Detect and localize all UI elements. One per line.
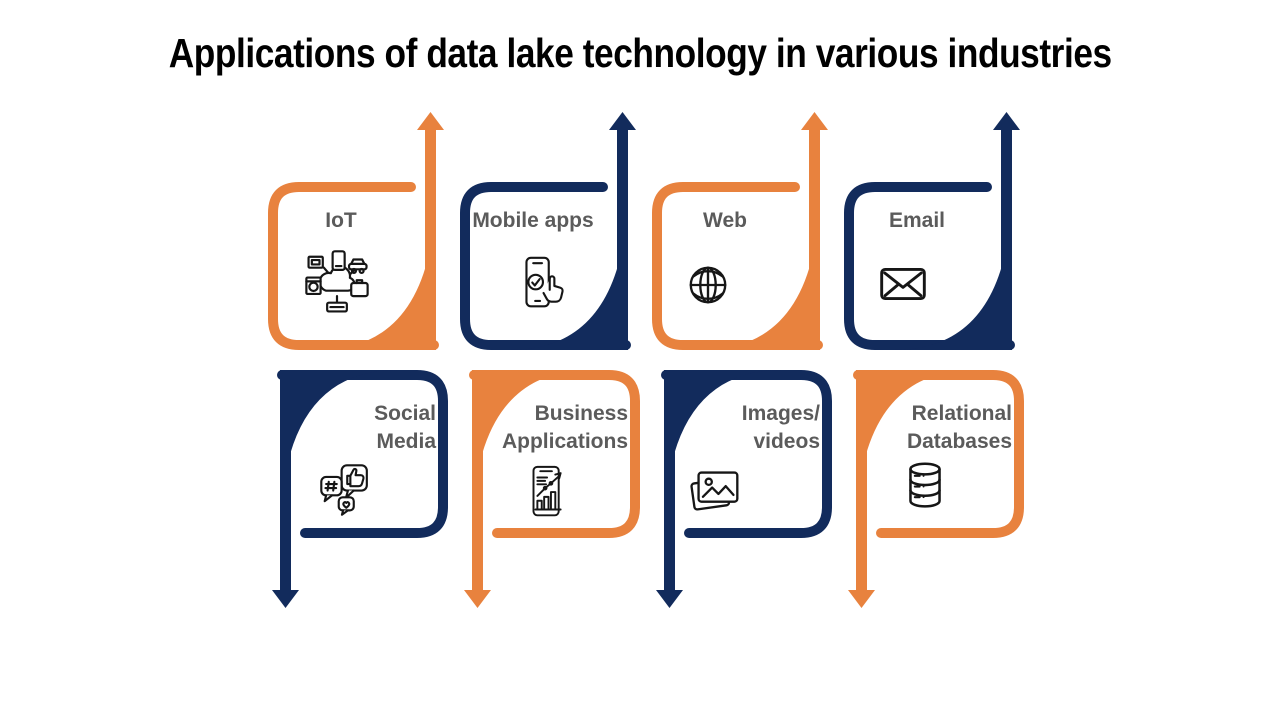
card-shape	[848, 370, 1024, 608]
card-outline	[661, 370, 832, 538]
swoosh-fill	[472, 370, 590, 538]
card-shape	[656, 370, 832, 608]
up-arrow-head	[609, 112, 636, 130]
down-arrow-head	[272, 590, 299, 608]
card-shape	[844, 112, 1020, 350]
card-outline	[460, 182, 631, 350]
card-outline	[469, 370, 640, 538]
card-label: Mobile apps	[472, 209, 594, 232]
swoosh-fill	[510, 182, 628, 350]
down-arrow-head	[464, 590, 491, 608]
card-outline	[844, 182, 1015, 350]
card-shape	[268, 112, 444, 350]
card-outline	[277, 370, 448, 538]
images-videos-icon	[685, 460, 747, 522]
sources-row-top: IoT Mobile apps Web	[268, 110, 1024, 350]
up-arrow-head	[801, 112, 828, 130]
up-arrow-head	[993, 112, 1020, 130]
page-title-text: Applications of data lake technology in …	[168, 30, 1112, 76]
card-shape	[652, 112, 828, 350]
email-icon	[872, 253, 934, 315]
swoosh-fill	[318, 182, 436, 350]
up-arrow-head	[417, 112, 444, 130]
card-label: Relational Databases	[906, 402, 1012, 453]
card-label: Business Applications	[501, 402, 628, 453]
swoosh-fill	[664, 370, 782, 538]
card-images-videos: Images/ videos	[652, 370, 832, 610]
card-label: IoT	[325, 209, 357, 232]
card-iot: IoT	[268, 110, 448, 350]
swoosh-fill	[856, 370, 974, 538]
card-email: Email	[844, 110, 1024, 350]
iot-icon	[298, 248, 376, 318]
down-arrow-head	[848, 590, 875, 608]
card-outline	[853, 370, 1024, 538]
swoosh-fill	[702, 182, 820, 350]
card-label: Web	[703, 209, 747, 232]
down-arrow-head	[656, 590, 683, 608]
page-title: Applications of data lake technology in …	[0, 30, 1280, 77]
mobile-apps-icon	[510, 253, 572, 315]
card-web: Web	[652, 110, 832, 350]
sources-row-bottom: Social Media Business Applications Image…	[268, 370, 1024, 610]
card-shape	[272, 370, 448, 608]
card-outline	[268, 182, 439, 350]
card-label: Social Media	[374, 402, 436, 453]
swoosh-fill	[280, 370, 398, 538]
card-shape	[464, 370, 640, 608]
business-applications-icon	[518, 462, 580, 524]
relational-databases-icon	[894, 456, 956, 518]
card-relational-databases: Relational Databases	[844, 370, 1024, 610]
card-shape	[460, 112, 636, 350]
card-business-applications: Business Applications	[460, 370, 640, 610]
social-media-icon	[315, 460, 377, 522]
card-mobile-apps: Mobile apps	[460, 110, 640, 350]
card-social-media: Social Media	[268, 370, 448, 610]
card-label: Email	[888, 209, 946, 232]
card-outline	[652, 182, 823, 350]
card-label: Images/ videos	[741, 402, 820, 453]
globe-icon	[679, 256, 737, 314]
swoosh-fill	[894, 182, 1012, 350]
